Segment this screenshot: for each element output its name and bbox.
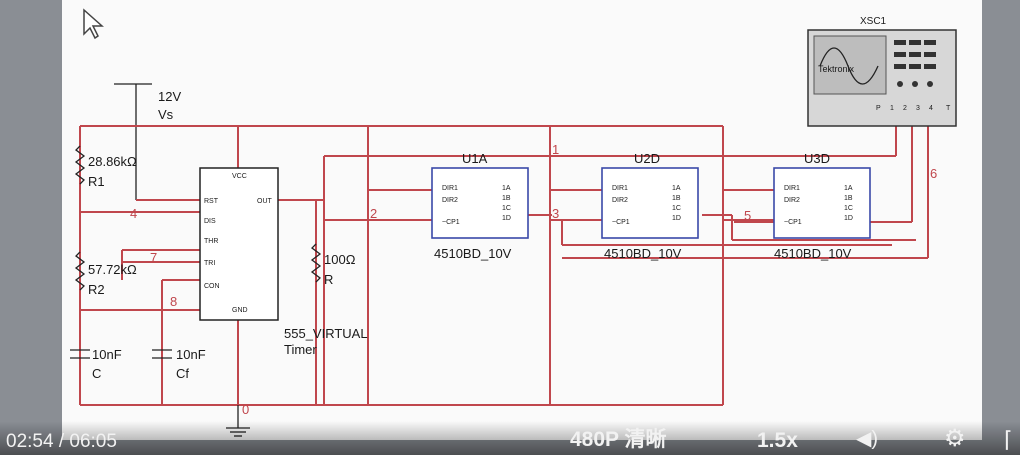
wires [79, 110, 929, 406]
volume-icon[interactable]: ◀) [856, 428, 879, 450]
u3d-pin-dir1: DIR1 [784, 185, 800, 192]
capacitor-c[interactable]: 10nF C [70, 347, 122, 381]
u3d-pin-1a: 1A [844, 185, 853, 192]
time-total: 06:05 [69, 431, 117, 452]
resistor-r1[interactable]: 28.86kΩ R1 [74, 145, 137, 189]
counter-u3d[interactable]: U3D DIR1 DIR2 ~CP1 1A 1B 1C 1D 4510BD_10… [773, 151, 871, 261]
r2-value: 57.72kΩ [88, 262, 137, 277]
oscilloscope-xsc1[interactable]: XSC1 Tektronix P 1 2 3 4 T [807, 16, 957, 127]
net-label-7: 7 [150, 250, 157, 265]
net-label-5: 5 [744, 208, 751, 223]
timer-pin-rst: RST [204, 198, 219, 205]
u3d-part: 4510BD_10V [774, 246, 852, 261]
scope-brand: Tektronix [818, 64, 855, 74]
supply-name: Vs [158, 107, 174, 122]
time-display: 02:54 / 06:05 [6, 431, 117, 453]
r-value: 100Ω [324, 252, 356, 267]
circuit-diagram[interactable]: .w{stroke:#c0474d;stroke-width:2;fill:no… [62, 0, 982, 440]
u3d-pin-1c: 1C [844, 205, 853, 212]
c-value: 10nF [92, 347, 122, 362]
net-label-4: 4 [130, 206, 137, 221]
timer-pin-out: OUT [257, 198, 273, 205]
u1a-pin-1a: 1A [502, 185, 511, 192]
scope-buttons [894, 40, 936, 87]
u1a-pin-dir2: DIR2 [442, 197, 458, 204]
timer-pin-vcc: VCC [232, 173, 247, 180]
u1a-pin-1c: 1C [502, 205, 511, 212]
u1a-pin-cp1: ~CP1 [442, 219, 460, 226]
quality-button[interactable]: 480P 清晰 [570, 428, 667, 451]
r1-value: 28.86kΩ [88, 154, 137, 169]
u2d-pin-1a: 1A [672, 185, 681, 192]
fullscreen-icon[interactable]: ⌈ [1004, 427, 1013, 452]
u2d-pin-1b: 1B [672, 195, 681, 202]
timer-555[interactable]: VCC RST DIS THR TRI CON OUT GND 555_VIRT… [199, 167, 368, 357]
timer-name: 555_VIRTUAL [284, 326, 368, 341]
cf-value: 10nF [176, 347, 206, 362]
u2d-pin-1c: 1C [672, 205, 681, 212]
timer-pin-thr: THR [204, 238, 218, 245]
u1a-ref: U1A [462, 151, 488, 166]
u2d-pin-1d: 1D [672, 215, 681, 222]
u2d-ref: U2D [634, 151, 660, 166]
net-label-1: 1 [552, 142, 559, 157]
timer-pin-con: CON [204, 283, 220, 290]
scope-ch-3: 3 [916, 105, 920, 112]
net-label-2: 2 [370, 206, 377, 221]
scope-ref: XSC1 [860, 16, 887, 27]
timer-sub: Timer [284, 342, 317, 357]
resistor-r[interactable]: 100Ω R [310, 243, 356, 287]
u3d-pin-1b: 1B [844, 195, 853, 202]
supply-value: 12V [158, 89, 181, 104]
supply-12v[interactable]: 12V Vs [114, 83, 181, 200]
timer-pin-gnd: GND [232, 307, 248, 314]
net-label-8: 8 [170, 294, 177, 309]
timer-pin-dis: DIS [204, 218, 216, 225]
settings-gear-icon[interactable]: ⚙ [944, 425, 966, 452]
u2d-pin-cp1: ~CP1 [612, 219, 630, 226]
ground-icon [226, 405, 250, 437]
u3d-pin-cp1: ~CP1 [784, 219, 802, 226]
speed-button[interactable]: 1.5x [757, 429, 798, 452]
cf-name: Cf [176, 366, 189, 381]
time-current: 02:54 [6, 431, 54, 452]
scope-ch-2: 2 [903, 105, 907, 112]
video-control-bar: 02:54 / 06:05 480P 清晰 1.5x ◀) ⚙ ⌈ [0, 421, 1020, 455]
u2d-pin-dir2: DIR2 [612, 197, 628, 204]
capacitor-cf[interactable]: 10nF Cf [152, 347, 206, 381]
time-separator: / [58, 431, 65, 452]
scope-ch-t: T [946, 105, 951, 112]
scope-ch-4: 4 [929, 105, 933, 112]
counter-u1a[interactable]: U1A DIR1 DIR2 ~CP1 1A 1B 1C 1D 4510BD_10… [431, 151, 529, 261]
schematic-canvas[interactable]: .w{stroke:#c0474d;stroke-width:2;fill:no… [62, 0, 982, 440]
c-name: C [92, 366, 101, 381]
counter-u2d[interactable]: U2D DIR1 DIR2 ~CP1 1A 1B 1C 1D 4510BD_10… [601, 151, 699, 261]
u1a-pin-1b: 1B [502, 195, 511, 202]
u3d-ref: U3D [804, 151, 830, 166]
net-label-6: 6 [930, 166, 937, 181]
net-label-0: 0 [242, 402, 249, 417]
u1a-pin-dir1: DIR1 [442, 185, 458, 192]
u3d-pin-1d: 1D [844, 215, 853, 222]
u1a-pin-1d: 1D [502, 215, 511, 222]
r-name: R [324, 272, 333, 287]
u2d-pin-dir1: DIR1 [612, 185, 628, 192]
scope-ch-p: P [876, 105, 881, 112]
r2-name: R2 [88, 282, 105, 297]
resistor-r2[interactable]: 57.72kΩ R2 [74, 251, 137, 297]
scope-ch-1: 1 [890, 105, 894, 112]
timer-pin-tri: TRI [204, 260, 215, 267]
u1a-part: 4510BD_10V [434, 246, 512, 261]
mouse-cursor-icon [83, 8, 104, 40]
net-label-3: 3 [552, 206, 559, 221]
r1-name: R1 [88, 174, 105, 189]
u3d-pin-dir2: DIR2 [784, 197, 800, 204]
u2d-part: 4510BD_10V [604, 246, 682, 261]
